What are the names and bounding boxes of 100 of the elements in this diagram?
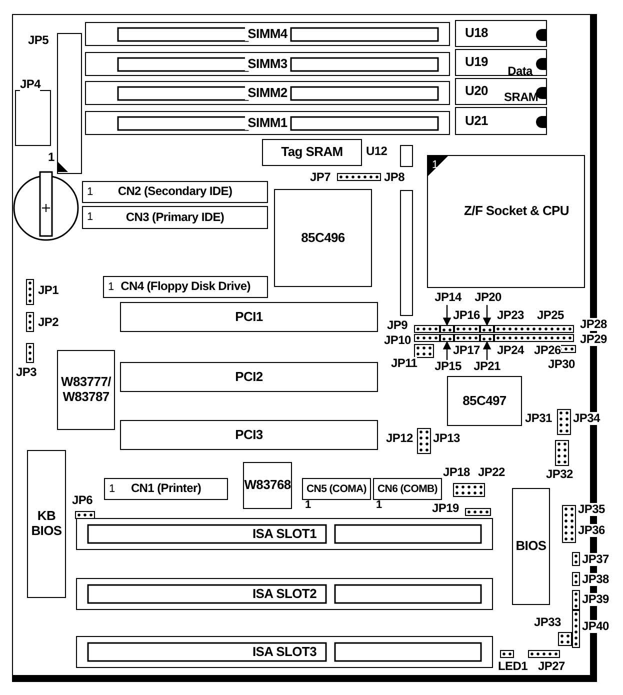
part-label: JP19 — [432, 502, 459, 516]
part-label: JP6 — [72, 494, 92, 508]
part-label: JP32 — [546, 468, 573, 482]
component-label: W83768 — [243, 478, 292, 493]
part-label: JP7 — [310, 171, 330, 184]
part-label: JP23 — [497, 309, 524, 322]
part-label: JP31 — [525, 412, 552, 426]
sram-chip — [455, 20, 547, 47]
component-label: KB BIOS — [30, 509, 63, 539]
sram-chip — [455, 78, 547, 105]
cpu-socket — [427, 155, 585, 288]
part-label: JP13 — [433, 432, 460, 446]
chip-label: Data SRAM — [504, 63, 536, 106]
part-label: JP8 — [384, 171, 404, 184]
jumper-pins — [480, 334, 494, 342]
part-label: JP24 — [497, 344, 524, 358]
component-label: CN2 (Secondary IDE) — [116, 185, 234, 199]
pci-slot — [120, 362, 378, 392]
pin1-number: 1 — [376, 500, 382, 511]
part-label: JP40 — [582, 620, 609, 634]
pin1-number: 1 — [109, 482, 115, 496]
leader-arrow — [442, 340, 452, 360]
leader-arrow — [482, 340, 492, 360]
component-label: CN5 (COMA) — [306, 482, 368, 496]
pin1-number: 1 — [305, 500, 311, 511]
part-label: JP37 — [582, 553, 609, 566]
pci-slot — [120, 302, 378, 332]
jumper-pins — [440, 334, 454, 342]
part-label: JP12 — [386, 432, 413, 446]
component-label: U19 — [464, 55, 489, 70]
jumper-label: JP14 — [434, 291, 462, 305]
part-label: JP25 — [537, 309, 564, 322]
component-label: SIMM3 — [244, 56, 290, 72]
part-label: JP38 — [582, 573, 609, 586]
part-label: JP4 — [20, 78, 40, 92]
part-label: U12 — [366, 145, 388, 158]
component-label: Tag SRAM — [280, 145, 344, 160]
jumper-pins — [440, 325, 454, 333]
component-label: Z/F Socket & CPU — [463, 204, 570, 219]
part-label: JP39 — [582, 593, 609, 606]
component-label: PCI2 — [234, 370, 264, 384]
part-label: JP34 — [573, 412, 600, 426]
component-label: W83777/ W83787 — [60, 375, 112, 405]
part-label: JP18 — [443, 466, 470, 480]
chip — [27, 450, 66, 598]
chip — [57, 350, 115, 430]
part-label: JP26 — [534, 344, 561, 358]
pin1-number: 1 — [87, 211, 93, 224]
component-label: 85C496 — [300, 230, 346, 246]
chip — [274, 189, 372, 287]
component-label: SIMM4 — [244, 26, 290, 42]
part-label: JP28 — [580, 318, 607, 332]
pin1-number: 1 — [87, 186, 93, 198]
chip — [262, 139, 362, 166]
connector-header — [104, 478, 228, 500]
chip — [243, 462, 292, 509]
component-label: SIMM1 — [244, 116, 290, 130]
jumper-label: JP20 — [474, 291, 502, 305]
part-label: JP22 — [478, 466, 505, 480]
part-label: JP17 — [453, 344, 480, 358]
component-label: CN6 (COMB) — [376, 482, 438, 496]
part-label: JP33 — [534, 616, 561, 630]
part-label: JP5 — [28, 34, 48, 48]
component-label: PCI3 — [234, 428, 264, 442]
component-label: BIOS — [514, 539, 548, 554]
pin1-number: 1 — [108, 280, 114, 294]
part-label: JP36 — [578, 524, 605, 538]
connector-header — [103, 276, 268, 298]
part-label: JP11 — [391, 357, 418, 370]
sram-chip — [455, 107, 547, 135]
part-label: JP29 — [580, 333, 607, 346]
component-label: U20 — [464, 84, 489, 99]
part-label: JP27 — [538, 660, 565, 674]
jumper-pins — [480, 325, 494, 333]
component-label: CN3 (Primary IDE) — [124, 210, 226, 224]
chip — [512, 488, 550, 605]
component-label: CN4 (Floppy Disk Drive) — [120, 280, 252, 294]
component-label: CN1 (Printer) — [130, 482, 202, 496]
part-label: JP2 — [38, 316, 58, 330]
component-label: U18 — [464, 26, 489, 41]
part-label: JP3 — [16, 366, 36, 380]
chip — [447, 376, 522, 426]
connector-header — [82, 206, 268, 229]
part-label: JP10 — [384, 334, 411, 348]
component-label: SIMM2 — [244, 86, 290, 100]
part-label: JP9 — [387, 319, 408, 332]
pci-slot — [120, 420, 378, 450]
jumper-label: JP15 — [434, 360, 462, 374]
sram-chip — [455, 49, 547, 76]
component-label: PCI1 — [234, 310, 264, 324]
part-label: JP35 — [578, 503, 605, 516]
part-label: JP30 — [548, 358, 575, 372]
jumper-label: JP21 — [474, 360, 500, 374]
part-label: JP1 — [38, 284, 58, 298]
part-label: JP16 — [453, 309, 480, 322]
leader-arrow — [482, 305, 492, 326]
connector-header — [82, 181, 268, 203]
component-label: U21 — [464, 114, 489, 128]
leader-arrow — [442, 305, 452, 326]
component-label: 85C497 — [462, 394, 508, 408]
